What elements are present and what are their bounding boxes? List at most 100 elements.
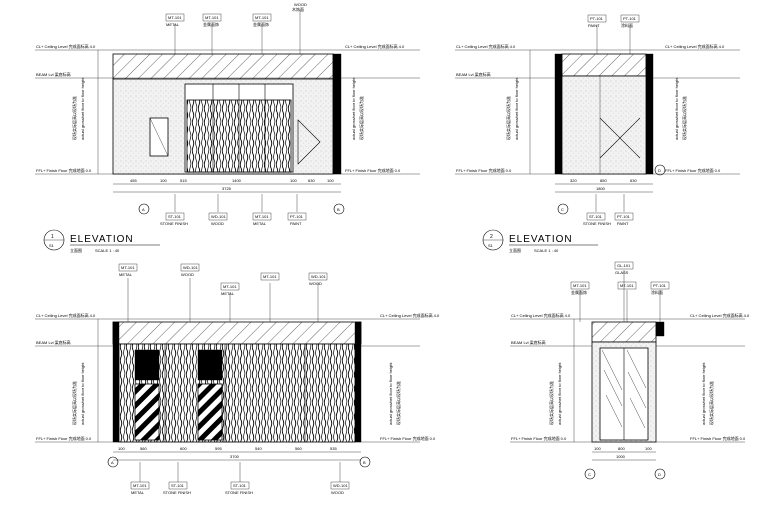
e3-grid-b-label: B (363, 460, 366, 465)
e3-chevron-panel-2 (197, 383, 223, 441)
floor-level-label-right: FFL+ Finish Floor 完成地面 0.0 (345, 167, 401, 173)
height-note-right: actual gross/net floor to floor height (351, 77, 356, 140)
e4-grid-bubble-d (654, 468, 666, 480)
grid-bubble-b (333, 203, 345, 215)
e2-height-note-right: actual gross/net floor to floor height (674, 77, 679, 140)
dim-e4-2: 100 (645, 446, 652, 451)
e3-height-cn: 现场实际层高以现场为准 (71, 381, 77, 425)
e3-right-column (354, 321, 362, 443)
e3-tag-metal-b-code: MT-101 (133, 483, 147, 488)
e4-tag-glass-word: GLASS (615, 270, 629, 275)
e3-dark-panel-2 (197, 349, 223, 381)
tag-wood-word: WOOD (294, 2, 307, 7)
e1-scale: SCALE 1 : 40 (95, 248, 120, 253)
e2-height-cn: 现场实际层高以现场为准 (505, 96, 511, 140)
e1-sheet: S1 (49, 243, 55, 248)
e3-ceiling-level: CL+ Ceiling Level 完成面标高 4.0 (36, 312, 96, 318)
e4-tag-metal-code: MT-101 (573, 283, 587, 288)
ceiling-bulkhead (112, 53, 334, 80)
tag-wood-cn: 木饰面 (292, 6, 304, 12)
e2-tag-paint2-cn: 涂料面 (621, 22, 633, 28)
e1-bottom-tags: ST-101 STONE FINISH WD-101 WOOD MT-101 M… (160, 194, 307, 226)
dim-e4-total: 1000 (616, 454, 626, 459)
floor-level-label: FFL+ Finish Floor 完成地面 0.0 (36, 167, 92, 173)
e2-left-column (554, 53, 563, 175)
e2-tag-paint-code: PT-101 (590, 16, 604, 21)
dim-e1-3: 1400 (232, 178, 242, 183)
e3-height-note-right: actual gross/net floor to floor height (388, 362, 393, 425)
e3-height-note: actual gross/net floor to floor height (80, 362, 85, 425)
e2-height-cn-right: 现场实际层高以现场为准 (681, 96, 687, 140)
tag-paint-b-code: PT-101 (290, 214, 304, 219)
e3-tag-wood2-code: WD-101 (311, 274, 326, 279)
e4-floor-level-right: FFL+ Finish Floor 完成地面 0.0 (690, 435, 746, 441)
e1-title: ELEVATION (70, 234, 134, 245)
e4-tag-glass-code: GL-101 (617, 263, 631, 268)
e2-top-tags: PT-101 PAINT PT-101 涂料面 (587, 14, 640, 54)
tag-metal3-cn: 金属面饰 (253, 21, 269, 27)
tag-metal-b-word: METAL (253, 221, 267, 226)
e3-tag-stone-word: STONE FINISH (163, 490, 191, 495)
height-note: actual gross/net floor to floor height (80, 77, 85, 140)
dim-e2-total: 1800 (596, 186, 606, 191)
dim-e3-1: 560 (140, 446, 147, 451)
e2-scale: SCALE 1 : 40 (534, 248, 559, 253)
height-note-cn-right: 现场实际层高以现场为准 (358, 96, 364, 140)
e2-ceiling-level-right: CL+ Ceiling Level 完成面标高 4.0 (665, 43, 725, 49)
e2-tag-paint-word: PAINT (588, 23, 600, 28)
beam-level-label: BEAM Lvl 梁底标高 (36, 71, 71, 77)
e3-tag-wood2-word: WOOD (309, 281, 322, 286)
e2-title-block: 2 S1 ELEVATION 立面图 SCALE 1 : 40 (482, 229, 598, 253)
elevation-2: CL+ Ceiling Level 完成面标高 4.0 BEAM Lvl 梁底标… (455, 14, 740, 253)
e2-beam-level: BEAM Lvl 梁底标高 (456, 71, 491, 77)
e4-tag-paint-cn: 涂料面 (651, 289, 663, 295)
elevation-4: CL+ Ceiling Level 完成面标高 4.0 BEAM Lvl 梁底标… (510, 261, 750, 480)
e4-floor-level: FFL+ Finish Floor 完成地面 0.0 (511, 435, 567, 441)
e2-tag-stone-code: ST-101 (589, 214, 603, 219)
dim-e1-1: 100 (160, 178, 167, 183)
dim-e3-3: 595 (215, 446, 222, 451)
e1-cn: 立面图 (70, 247, 82, 253)
height-note-cn: 现场实际层高以现场为准 (71, 96, 77, 140)
dim-e3-6: 535 (330, 446, 337, 451)
e2-tag-paint-b-code: PT-101 (617, 214, 631, 219)
e3-floor-level-right: FFL+ Finish Floor 完成地面 0.0 (380, 435, 436, 441)
e4-top-tags: GL-101 GLASS MT-101 金属面饰 MT-101 PT-101 涂… (570, 261, 670, 322)
e2-floor-level: FFL+ Finish Floor 完成地面 0.0 (456, 167, 512, 173)
e4-grid-d-label: D (658, 472, 661, 477)
e3-grid-bubble-a (107, 456, 119, 468)
e4-height-note: actual gross/net floor to floor height (557, 362, 562, 425)
e4-corner-block (655, 321, 665, 337)
tag-wood-b-code: WD-101 (211, 214, 226, 219)
e2-title: ELEVATION (509, 234, 573, 245)
dim-e3-total: 3700 (230, 454, 240, 459)
e2-ceiling-bulkhead (561, 53, 647, 77)
e3-left-column (112, 321, 120, 443)
e3-tag-metal-b-word: METAL (131, 490, 145, 495)
tag-metal-code: MT-101 (168, 15, 182, 20)
e4-ceiling-level: CL+ Ceiling Level 完成面标高 4.0 (511, 312, 571, 318)
dim-e1-total: 3725 (222, 186, 232, 191)
e3-bottom-tags: MT-101 METAL ST-101 STONE FINISH ST-101 … (130, 462, 350, 495)
e3-tag-wood-b-code: WD-101 (333, 483, 348, 488)
e3-floor-level: FFL+ Finish Floor 完成地面 0.0 (36, 435, 92, 441)
e4-ceiling-bulkhead (591, 321, 657, 343)
tag-metal2-code: MT-101 (205, 15, 219, 20)
dim-e4-0: 100 (594, 446, 601, 451)
e4-height-cn: 现场实际层高以现场为准 (548, 381, 554, 425)
dim-e2-0: 320 (570, 178, 577, 183)
dim-e3-0: 100 (118, 446, 125, 451)
e2-bottom-tags: ST-101 STONE FINISH PT-101 PAINT (583, 194, 634, 226)
e3-beam-level: BEAM Lvl 梁底标高 (36, 339, 71, 345)
e4-ceiling-level-right: CL+ Ceiling Level 完成面标高 4.0 (690, 312, 750, 318)
e3-tag-stone2-word: STONE FINISH (225, 490, 253, 495)
e1-title-block: 1 S1 ELEVATION 立面图 SCALE 1 : 40 (43, 229, 160, 253)
e2-number: 2 (490, 234, 493, 240)
dim-e4-1: 800 (618, 446, 625, 451)
e3-tag-stone2-code: ST-101 (233, 483, 247, 488)
e4-beam-level: BEAM Lvl 梁底标高 (511, 339, 546, 345)
e2-grid-c-label: C (561, 207, 564, 212)
e2-tag-paint2-code: PT-101 (623, 16, 637, 21)
grid-bubble-a (138, 203, 150, 215)
